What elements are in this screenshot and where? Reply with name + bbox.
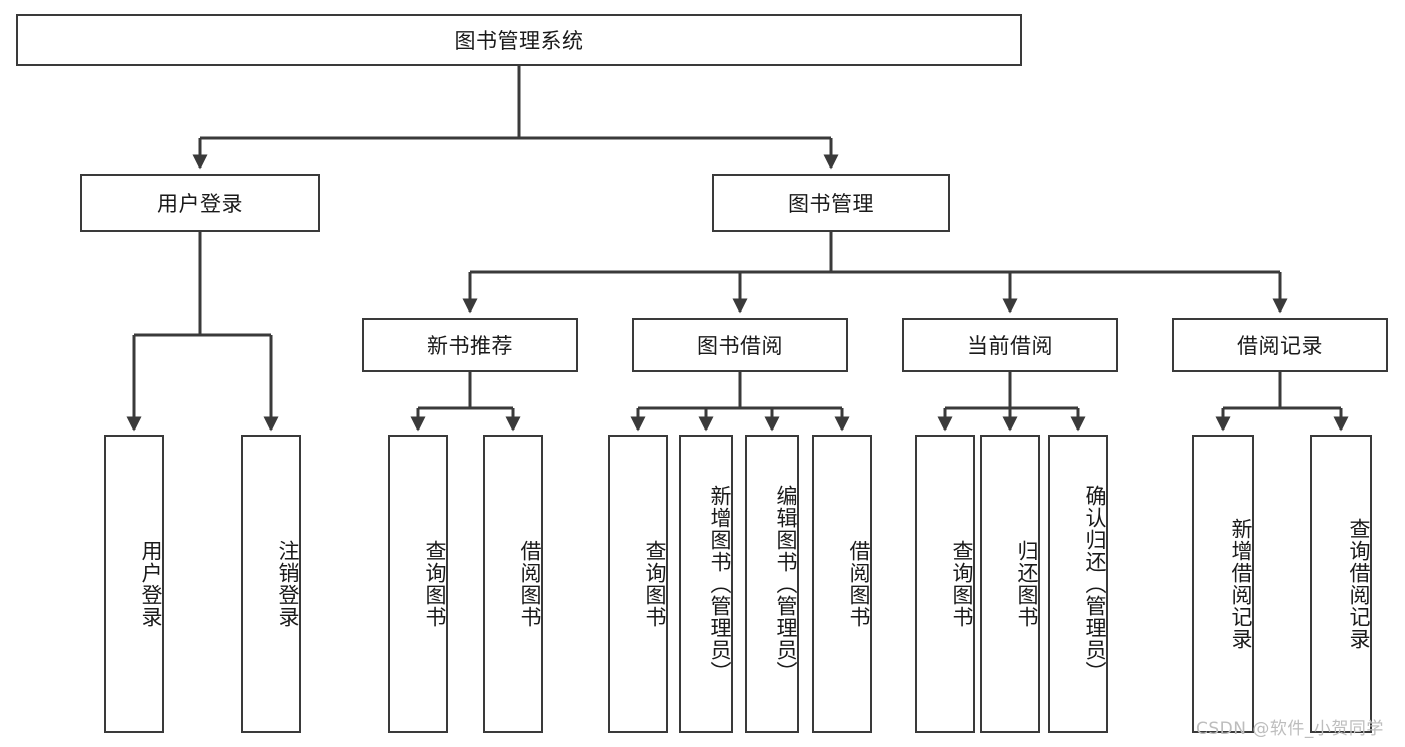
leaf-confirm-return-admin[interactable]: 确认归还（管理员） (1048, 435, 1108, 733)
node-label: 当前借阅 (967, 334, 1053, 358)
node-label: 图书借阅 (697, 334, 783, 358)
leaf-label: 查询图书 (950, 540, 974, 628)
node-user-login[interactable]: 用户登录 (80, 174, 320, 232)
leaf-label: 注销登录 (276, 540, 300, 628)
node-label: 用户登录 (157, 192, 243, 216)
leaf-logout[interactable]: 注销登录 (241, 435, 301, 733)
node-book-management[interactable]: 图书管理 (712, 174, 950, 232)
leaf-query-book-current[interactable]: 查询图书 (915, 435, 975, 733)
leaf-label: 查询图书 (643, 540, 667, 628)
node-label: 新书推荐 (427, 334, 513, 358)
csdn-watermark: CSDN @软件_小贺同学 (1196, 719, 1384, 739)
node-new-book-recommend[interactable]: 新书推荐 (362, 318, 578, 372)
leaf-query-borrow-record[interactable]: 查询借阅记录 (1310, 435, 1372, 733)
node-borrow-record[interactable]: 借阅记录 (1172, 318, 1388, 372)
leaf-label: 确认归还（管理员） (1083, 485, 1107, 683)
leaf-label: 用户登录 (139, 540, 163, 628)
leaf-label: 新增借阅记录 (1229, 518, 1253, 650)
node-current-borrow[interactable]: 当前借阅 (902, 318, 1118, 372)
node-label: 图书管理 (788, 192, 874, 216)
leaf-label: 新增图书（管理员） (708, 485, 732, 683)
leaf-query-book-borrow[interactable]: 查询图书 (608, 435, 668, 733)
leaf-borrow-book[interactable]: 借阅图书 (812, 435, 872, 733)
leaf-label: 借阅图书 (847, 540, 871, 628)
leaf-user-login[interactable]: 用户登录 (104, 435, 164, 733)
leaf-query-book-recommend[interactable]: 查询图书 (388, 435, 448, 733)
leaf-borrow-book-recommend[interactable]: 借阅图书 (483, 435, 543, 733)
leaf-label: 查询借阅记录 (1347, 518, 1371, 650)
node-label: 借阅记录 (1237, 334, 1323, 358)
leaf-label: 借阅图书 (518, 540, 542, 628)
leaf-label: 编辑图书（管理员） (774, 485, 798, 683)
node-root[interactable]: 图书管理系统 (16, 14, 1022, 66)
leaf-return-book[interactable]: 归还图书 (980, 435, 1040, 733)
leaf-label: 查询图书 (423, 540, 447, 628)
leaf-label: 归还图书 (1015, 540, 1039, 628)
node-root-label: 图书管理系统 (454, 29, 584, 53)
leaf-edit-book-admin[interactable]: 编辑图书（管理员） (745, 435, 799, 733)
node-book-borrow[interactable]: 图书借阅 (632, 318, 848, 372)
leaf-add-borrow-record[interactable]: 新增借阅记录 (1192, 435, 1254, 733)
leaf-add-book-admin[interactable]: 新增图书（管理员） (679, 435, 733, 733)
